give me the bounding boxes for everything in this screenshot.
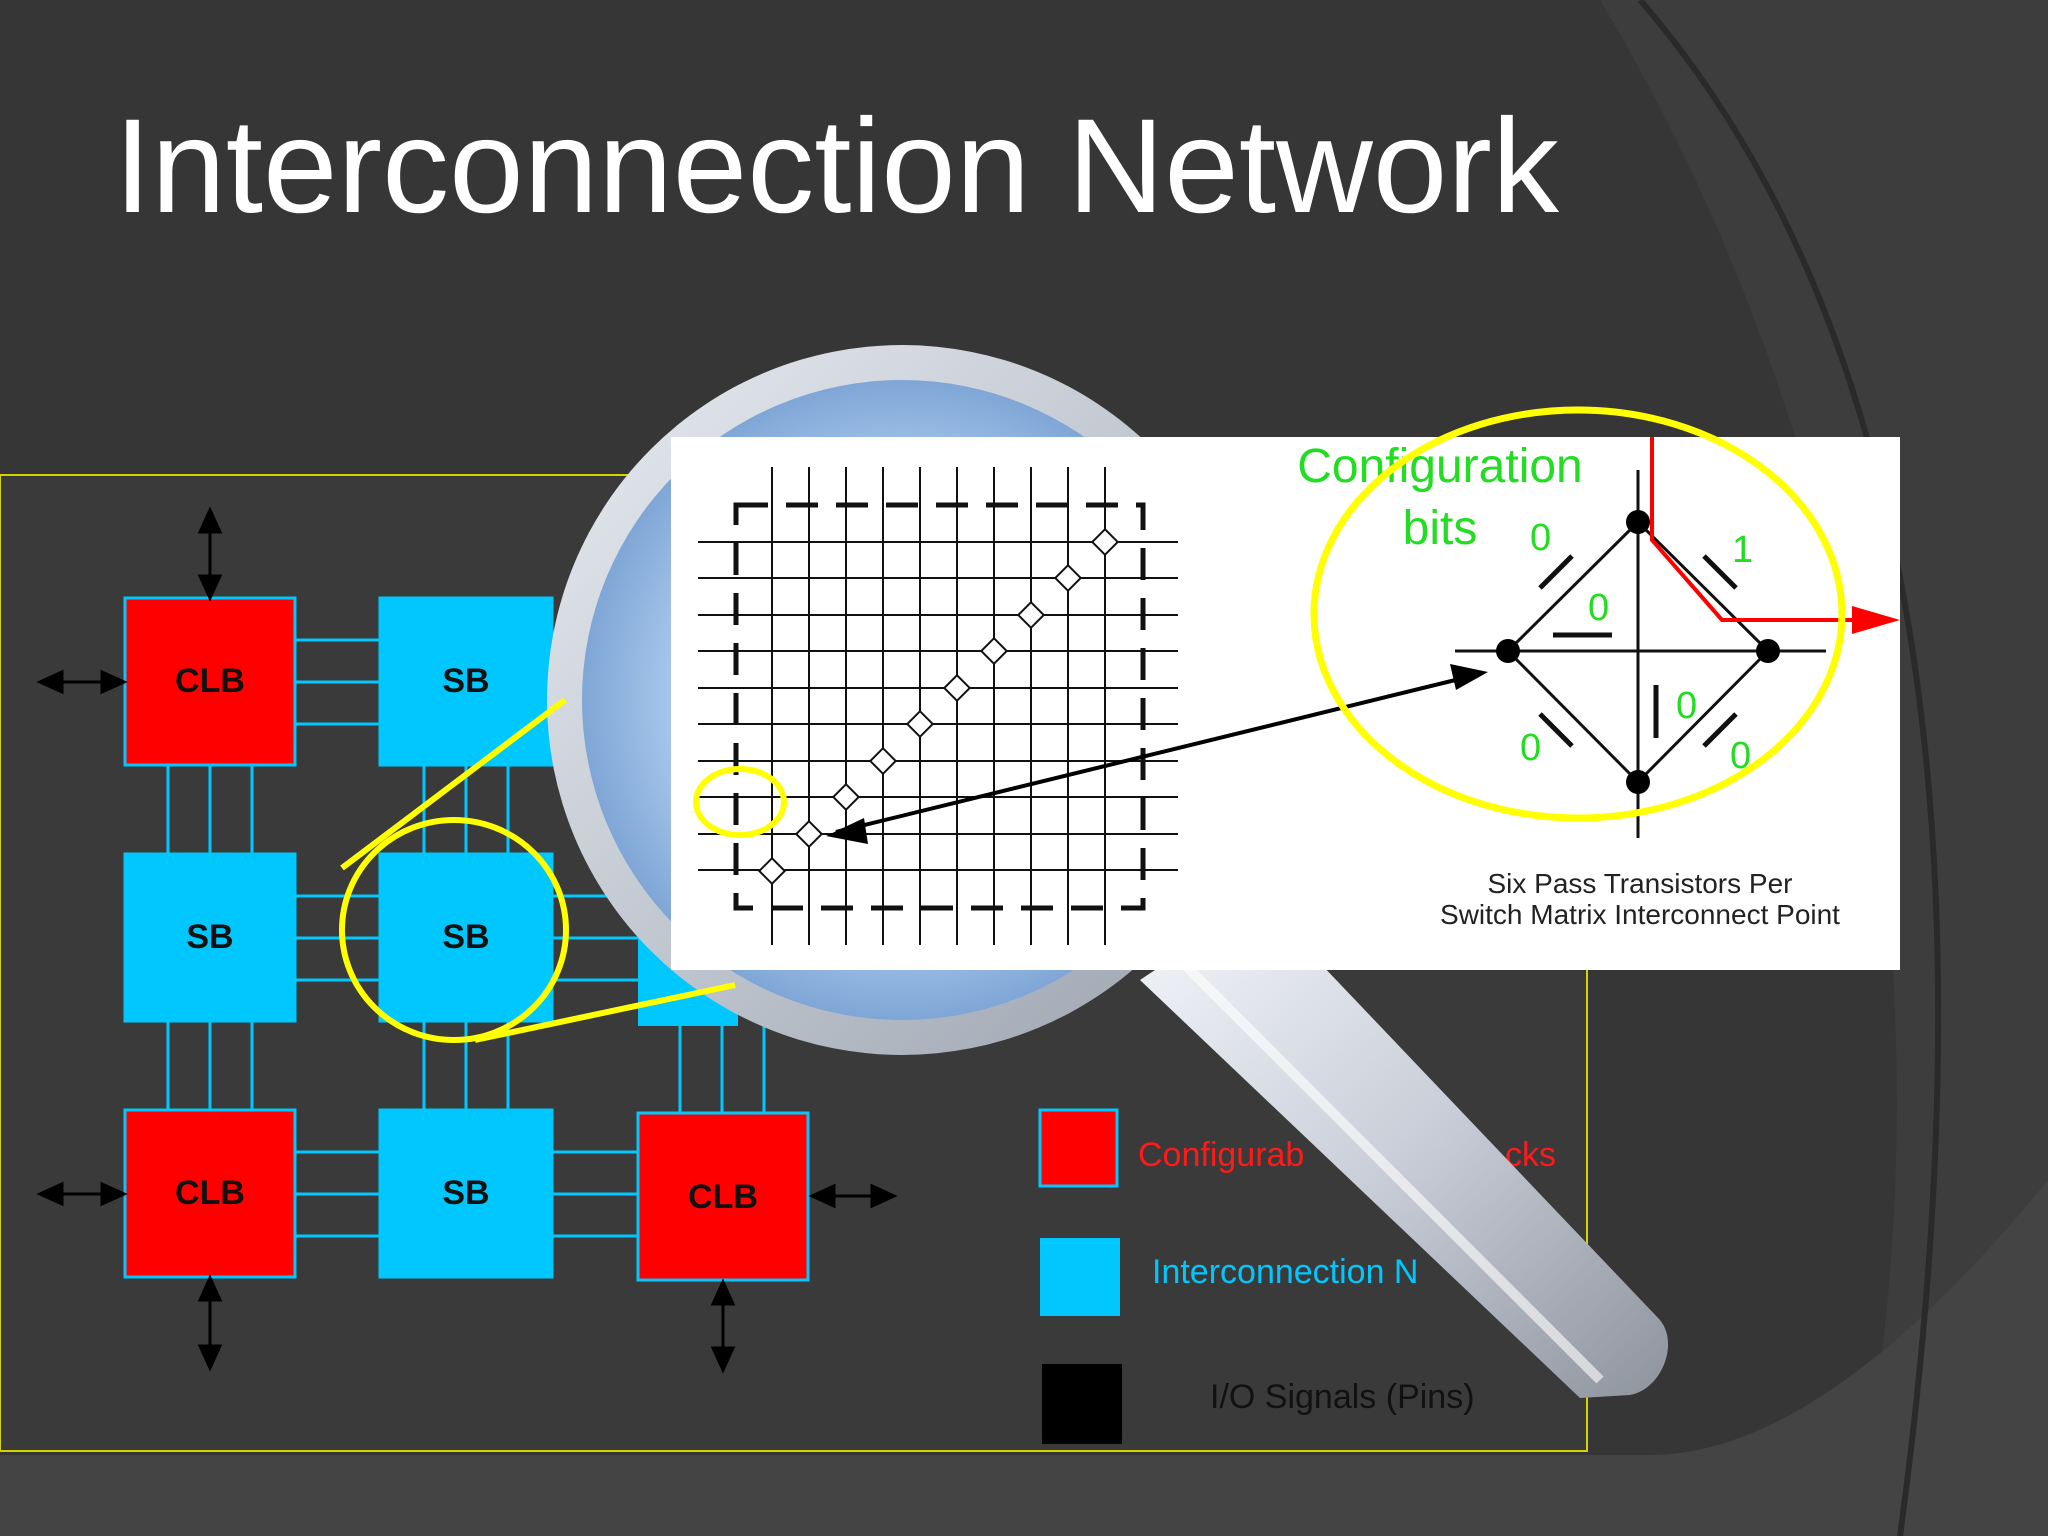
- legend-label-clb: Configurab: [1138, 1136, 1304, 1174]
- zoom-panel: 0 1 0 0 0 0 Configuration bits Six Pass …: [671, 406, 1900, 970]
- config-bit-top-left: 0: [1530, 517, 1551, 559]
- block-label: SB: [442, 918, 489, 956]
- block-sb-3: SB: [378, 852, 554, 1023]
- block-clb-3: CLB: [636, 1111, 810, 1282]
- block-label: CLB: [688, 1178, 758, 1216]
- block-sb-1: SB: [378, 596, 554, 767]
- block-label: CLB: [175, 662, 245, 700]
- caption-line2: Switch Matrix Interconnect Point: [1440, 899, 1840, 930]
- config-bit-vertical: 0: [1676, 685, 1697, 727]
- legend-label-interconnect: Interconnection N: [1152, 1253, 1419, 1291]
- config-label-line2: bits: [1403, 502, 1478, 555]
- io-arrow-left-2: [36, 1181, 128, 1207]
- slide-title: Interconnection Network: [114, 92, 1559, 241]
- caption-line1: Six Pass Transistors Per: [1488, 868, 1793, 899]
- magnifier-handle: [1140, 900, 1669, 1398]
- io-arrow-bottom-1: [197, 1274, 223, 1372]
- config-label-line1: Configuration: [1297, 440, 1583, 493]
- switch-points: [757, 527, 1120, 886]
- config-bit-bottom-left: 0: [1520, 727, 1541, 769]
- highlight-circle-io: [693, 766, 787, 838]
- io-arrow-right: [808, 1183, 898, 1209]
- block-sb-2: SB: [123, 852, 297, 1023]
- io-arrow-left-1: [36, 669, 128, 695]
- transistor-nodes: [1496, 510, 1780, 794]
- io-arrow-top: [197, 506, 223, 602]
- block-label: CLB: [175, 1174, 245, 1212]
- io-arrow-bottom-2: [710, 1278, 736, 1374]
- route-path: [1650, 437, 1900, 634]
- block-label: SB: [442, 662, 489, 700]
- config-bit-values: 0 1 0 0 0 0: [1520, 517, 1753, 777]
- block-clb-1: CLB: [123, 596, 297, 767]
- highlight-circle-sb: [339, 817, 569, 1043]
- background-arc: [1637, 0, 1942, 1536]
- block-clb-2: CLB: [123, 1108, 297, 1279]
- config-bit-top-right: 1: [1732, 529, 1753, 571]
- legend-swatch-clb: [1038, 1108, 1119, 1188]
- io-arrows: [36, 506, 898, 1374]
- switch-matrix-boundary: [733, 502, 1146, 911]
- config-bit-horizontal: 0: [1588, 587, 1609, 629]
- block-label: SB: [186, 918, 233, 956]
- zoom-callout: [339, 697, 736, 1043]
- legend-label-io: I/O Signals (Pins): [1210, 1378, 1475, 1416]
- legend-swatch-io: [1042, 1364, 1122, 1444]
- highlight-ellipse-config: [1310, 406, 1846, 822]
- config-bit-bottom-right: 0: [1730, 735, 1751, 777]
- block-sb-4: SB: [378, 1108, 554, 1279]
- legend: Configurab cks Interconnection N I/O Sig…: [1038, 1108, 1556, 1444]
- block-label: SB: [442, 1174, 489, 1212]
- pointer-arrow: [826, 664, 1488, 844]
- switch-matrix-grid: [698, 467, 1178, 945]
- background-swoosh-lower: [0, 1180, 2048, 1536]
- legend-swatch-interconnect: [1040, 1238, 1120, 1316]
- zoom-panel-background: [671, 437, 1900, 970]
